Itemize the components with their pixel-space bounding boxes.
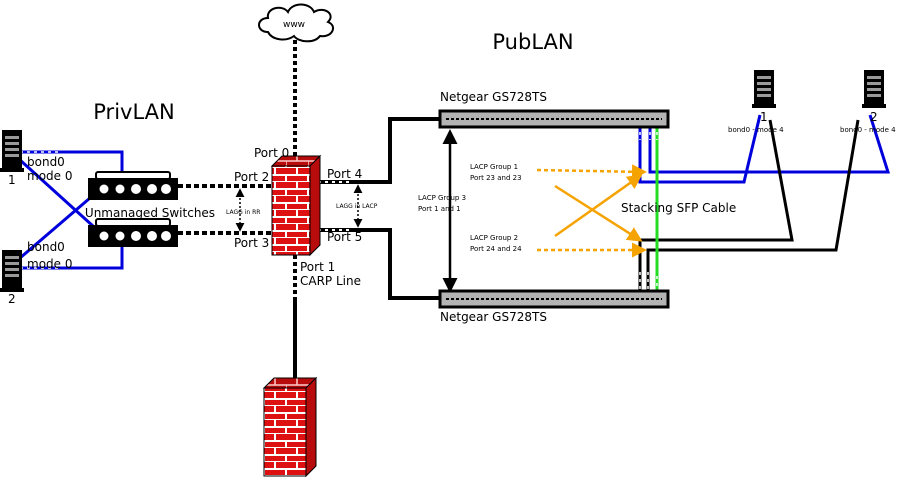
netgear-top-label: Netgear GS728TS (440, 90, 547, 104)
priv-server-1-bond: bond0 (27, 155, 65, 169)
lacp-group1-ports: Port 23 and 23 (470, 174, 522, 182)
cloud-label: www (283, 20, 305, 30)
pub-server-2 (862, 70, 886, 108)
pub-server-1-bond: bond0 - mode 4 (728, 126, 784, 134)
pub-server-2-bond: bond0 - mode 4 (840, 126, 896, 134)
pub-server-1-number: 1 (760, 110, 768, 124)
unmanaged-switch-top (88, 171, 178, 200)
port4-label: Port 4 (327, 167, 362, 181)
priv-server-2-number: 2 (8, 292, 16, 306)
internet-cloud: www (258, 3, 335, 43)
connection-lines (18, 40, 891, 380)
lacp-group2-title: LACP Group 2 (470, 234, 518, 242)
stacking-cable-label: Stacking SFP Cable (621, 201, 736, 215)
unmanaged-switches-label: Unmanaged Switches (85, 206, 215, 220)
netgear-switch-bottom (438, 289, 670, 309)
priv-server-2-mode: mode 0 (27, 257, 72, 271)
unmanaged-switch-bottom (88, 218, 178, 247)
main-firewall (270, 154, 322, 257)
priv-server-2 (0, 250, 24, 292)
privlan-title: PrivLAN (93, 100, 174, 124)
port0-label: Port 0 (254, 146, 289, 160)
netgear-switch-top (438, 109, 670, 129)
pub-server-2-number: 2 (870, 110, 878, 124)
lacp-group2-ports: Port 24 and 24 (470, 245, 522, 253)
carp-line-label: CARP Line (300, 274, 361, 288)
publan-title: PubLAN (492, 30, 573, 54)
port2-label: Port 2 (234, 170, 269, 184)
priv-server-1-number: 1 (8, 173, 16, 187)
port5-label: Port 5 (327, 230, 362, 244)
priv-server-1 (0, 130, 24, 172)
port3-label: Port 3 (234, 236, 269, 250)
lagg-rr-label: LAGG in RR (226, 209, 260, 216)
netgear-bottom-label: Netgear GS728TS (440, 310, 547, 324)
port1-label: Port 1 (300, 260, 335, 274)
priv-server-2-bond: bond0 (27, 240, 65, 254)
pub-server-1 (752, 70, 776, 108)
lagg-lacp-label: LAGG in LACP (336, 203, 378, 210)
priv-server-1-mode: mode 0 (27, 169, 72, 183)
lacp-group3-ports: Port 1 and 1 (418, 205, 461, 213)
backup-firewall (262, 376, 318, 478)
lacp-group1-title: LACP Group 1 (470, 163, 518, 171)
lacp-group3-title: LACP Group 3 (418, 194, 466, 202)
